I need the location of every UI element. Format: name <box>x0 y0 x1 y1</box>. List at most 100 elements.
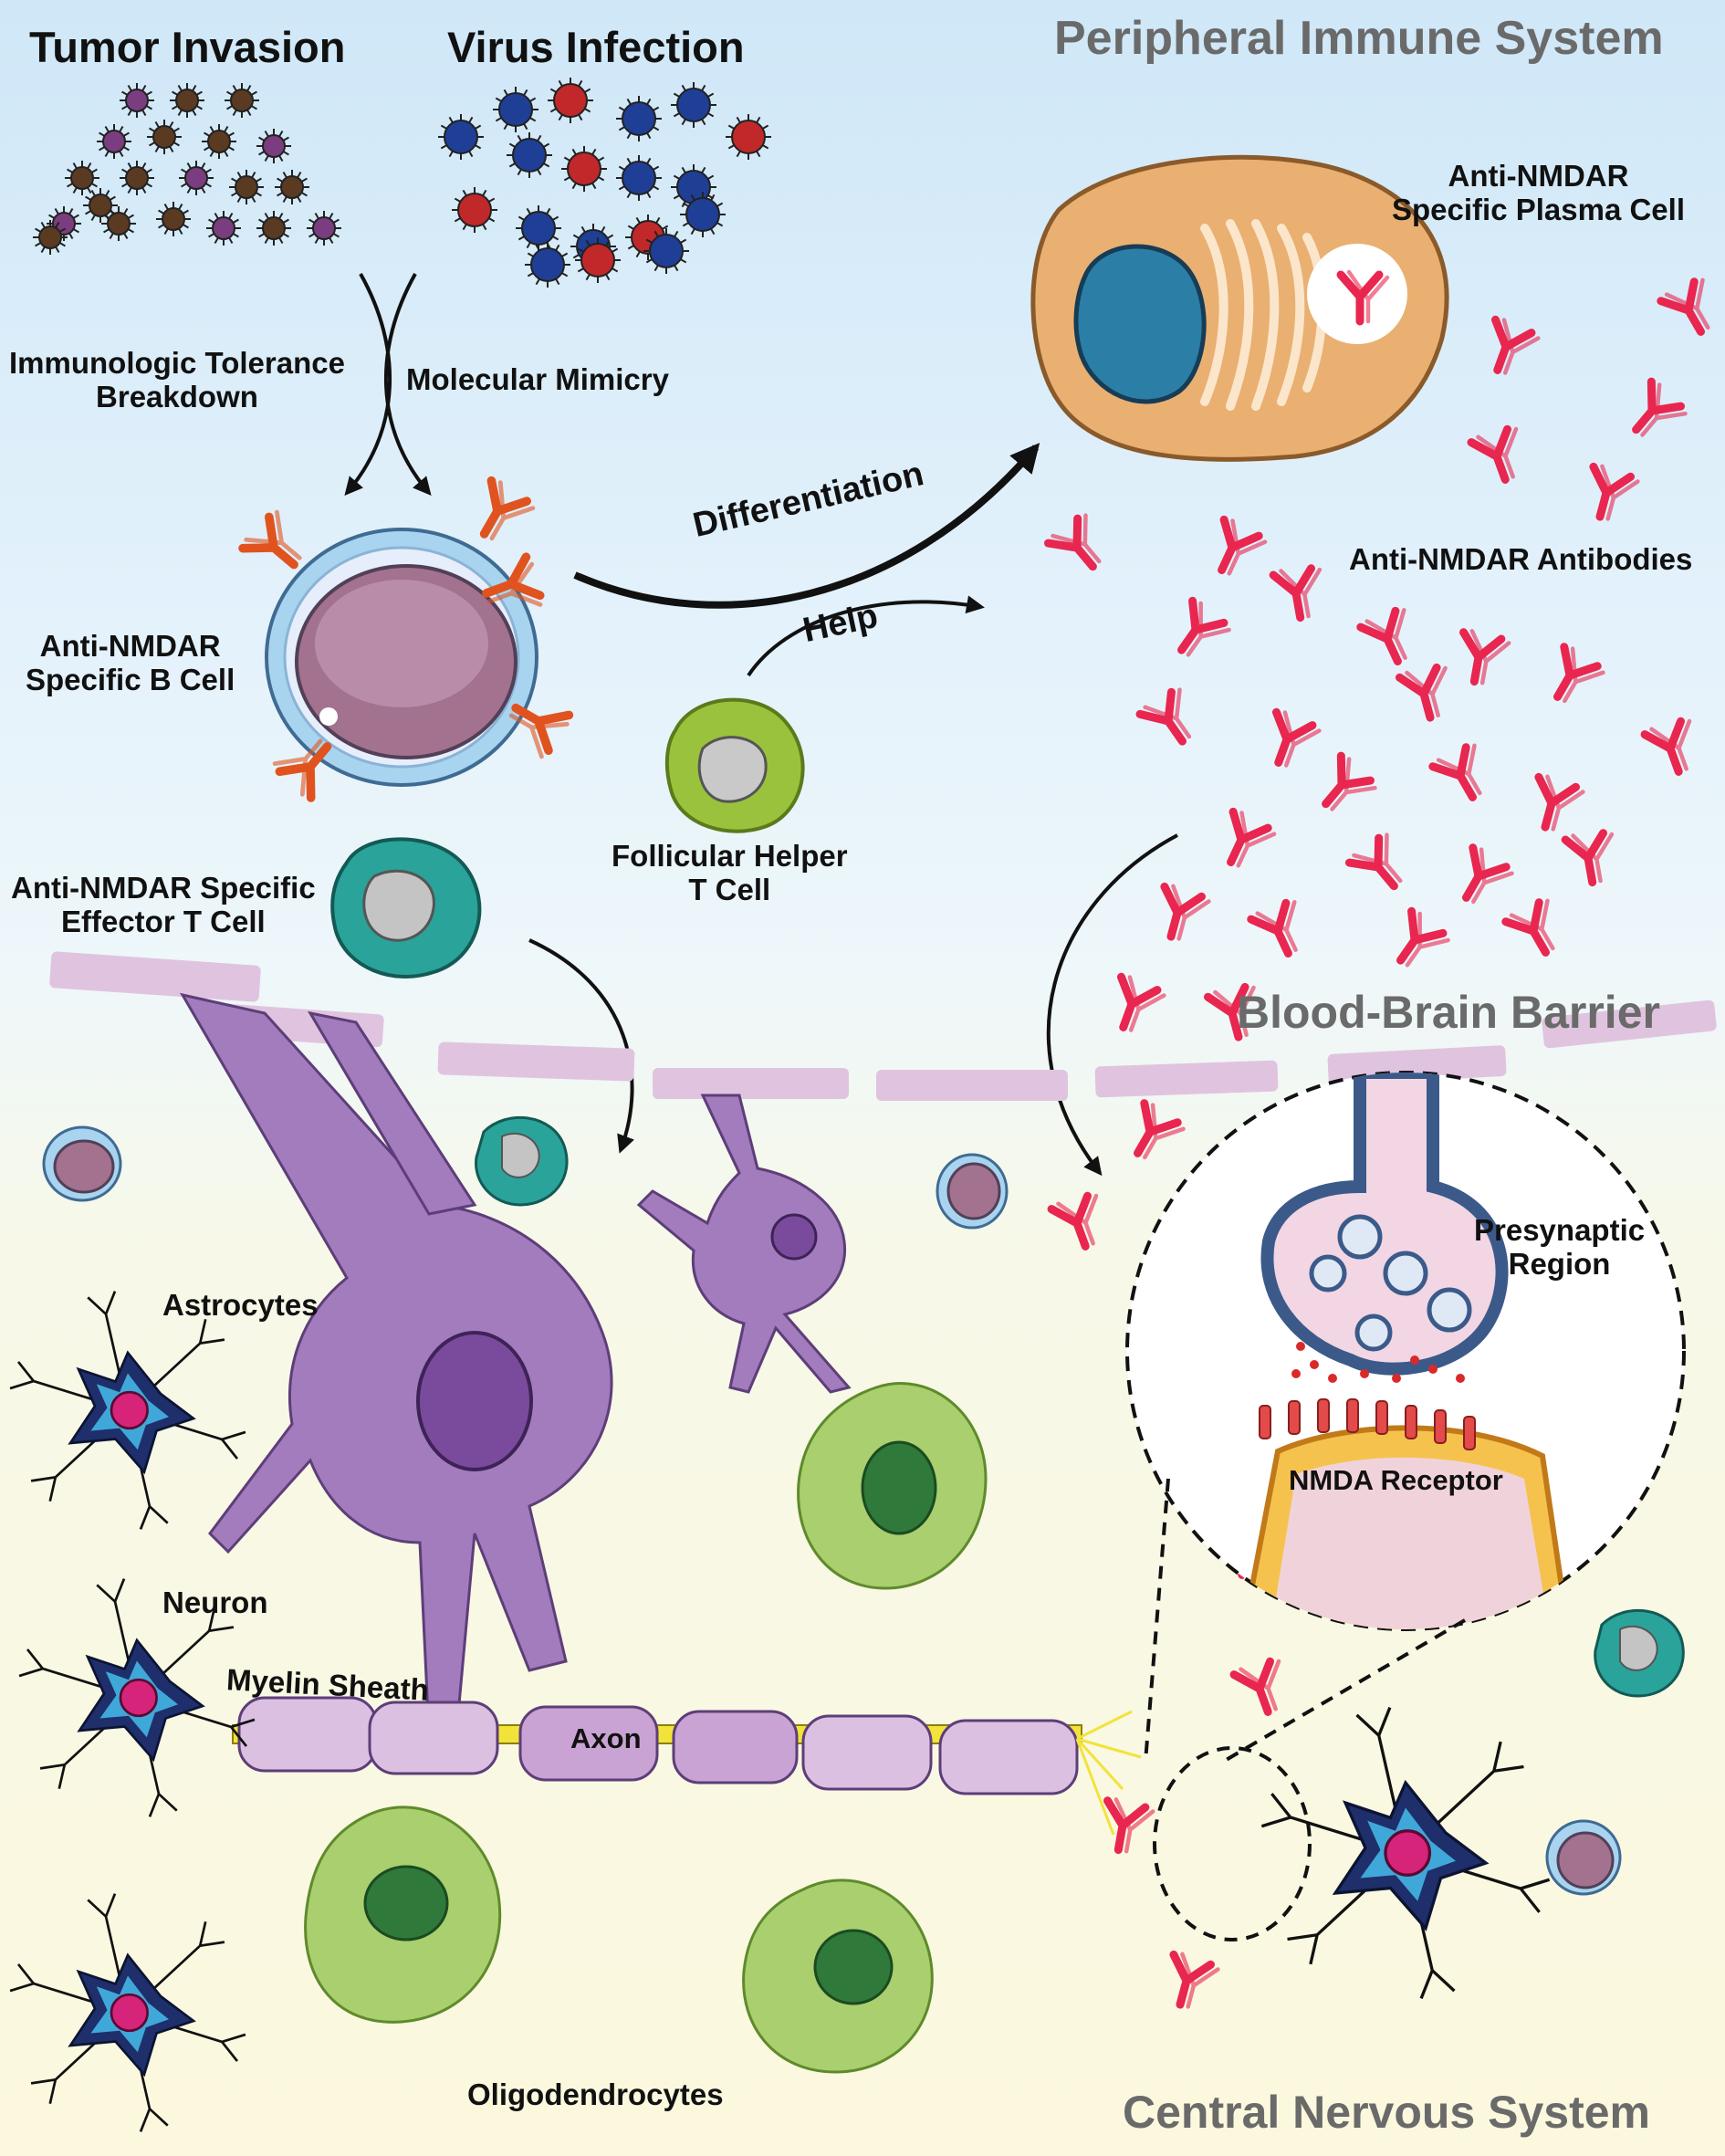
label-effector-line1: Anti-NMDAR Specific <box>11 871 316 905</box>
label-plasma-cell: Anti-NMDAR Specific Plasma Cell <box>1392 159 1685 227</box>
tumor-cell <box>156 202 191 236</box>
tfh-cell <box>664 697 805 833</box>
label-tfh-cell: Follicular Helper T Cell <box>612 839 848 907</box>
antibody <box>1103 1796 1155 1855</box>
effector-t-cell <box>330 837 482 979</box>
section-peripheral-title: Peripheral Immune System <box>1054 12 1664 65</box>
tumor-cell <box>206 211 241 246</box>
tumor-cell <box>202 124 236 159</box>
antibody <box>1553 643 1605 704</box>
tumor-cell <box>83 188 118 223</box>
tumor-cell <box>120 161 154 195</box>
cns-t-cell-mid <box>475 1115 569 1207</box>
antibody <box>1227 807 1277 868</box>
label-tolerance-line2: Breakdown <box>96 379 258 413</box>
virus-particle <box>575 237 621 283</box>
antibody <box>1657 277 1710 336</box>
label-virus-infection: Virus Infection <box>447 23 745 71</box>
antibody <box>1134 1099 1186 1160</box>
mimicry-arrow <box>383 273 432 497</box>
tumor-cell <box>256 129 291 163</box>
tumor-cell <box>256 211 291 246</box>
antibody <box>1561 829 1615 887</box>
synapse-zoom <box>1125 1071 1686 1631</box>
virus-particles-group <box>438 78 771 288</box>
b-cell <box>265 528 538 787</box>
effector-entry-arrow <box>528 938 634 1154</box>
b-cell-receptor <box>238 509 302 570</box>
cns-b-cell-right <box>1545 1819 1622 1896</box>
label-molecular-mimicry: Molecular Mimicry <box>406 362 669 396</box>
tumor-cells-group <box>33 83 341 255</box>
label-plasma-cell-line2: Specific Plasma Cell <box>1392 192 1685 226</box>
b-cell-receptor <box>508 703 574 759</box>
label-tolerance-line1: Immunologic Tolerance <box>9 346 345 380</box>
label-plasma-cell-line1: Anti-NMDAR <box>1448 159 1629 193</box>
label-b-cell-line1: Anti-NMDAR <box>39 629 221 663</box>
antibody <box>1534 772 1585 832</box>
neuron <box>9 1291 246 1530</box>
cns-t-cell-right <box>1594 1608 1685 1698</box>
antibody <box>1336 269 1390 326</box>
antibody <box>1169 1950 1220 2009</box>
virus-particle <box>616 96 662 141</box>
zoom-connector <box>1221 1618 1467 1764</box>
tumor-cell <box>275 170 309 204</box>
label-tfh-line1: Follicular Helper <box>612 839 848 873</box>
virus-particle <box>516 205 561 251</box>
antibody <box>1501 898 1555 957</box>
virus-particle <box>493 87 538 132</box>
tumor-cell <box>97 124 131 159</box>
virus-particle <box>548 78 593 123</box>
antibody <box>1177 596 1231 657</box>
label-effector-t-cell: Anti-NMDAR Specific Effector T Cell <box>11 871 316 939</box>
tumor-cell <box>170 83 204 118</box>
astrocyte-large <box>179 992 613 1736</box>
tumor-cell <box>120 83 154 118</box>
tumor-cell <box>225 83 259 118</box>
virus-particle <box>507 132 552 178</box>
oligodendrocyte-left <box>304 1805 502 2024</box>
antibody <box>1247 898 1298 958</box>
label-presynaptic-line1: Presynaptic <box>1474 1213 1646 1247</box>
differentiation-arrow <box>573 443 1040 609</box>
antibody <box>1490 315 1541 375</box>
cns-b-cell-left <box>42 1125 122 1202</box>
oligodendrocyte-right <box>742 1879 934 2074</box>
label-effector-line2: Effector T Cell <box>60 904 266 938</box>
virus-particle <box>726 114 771 160</box>
antibody <box>1462 843 1514 905</box>
antibody <box>1640 717 1692 776</box>
neuron-group <box>9 1291 1551 2132</box>
antibody <box>1204 982 1256 1041</box>
tumor-cell <box>229 170 264 204</box>
antibody <box>1160 882 1211 941</box>
label-b-cell: Anti-NMDAR Specific B Cell <box>26 629 235 697</box>
antibody <box>1589 462 1640 521</box>
antibody <box>1344 832 1403 891</box>
label-presynaptic-region: Presynaptic Region <box>1474 1213 1646 1282</box>
antibody <box>1218 515 1268 576</box>
help-arrow <box>747 595 985 677</box>
zoom-connector <box>1144 1478 1170 1763</box>
b-cell-receptor <box>272 738 332 802</box>
antibody <box>1135 687 1192 746</box>
label-antibodies: Anti-NMDAR Antibodies <box>1349 542 1693 576</box>
axon-with-myelin <box>232 1696 1082 1795</box>
neuron <box>1260 1706 1551 2000</box>
antibody <box>1116 972 1166 1032</box>
virus-particle <box>671 82 716 128</box>
label-oligodendrocytes: Oligodendrocytes <box>467 2078 724 2111</box>
label-tfh-line2: T Cell <box>688 872 771 906</box>
b-cell-receptor <box>479 476 536 541</box>
antibody <box>1396 906 1450 968</box>
antibody <box>1229 1657 1281 1716</box>
antibody <box>1467 424 1519 484</box>
tumor-cell <box>65 161 99 195</box>
neuron <box>18 1578 256 1817</box>
b-cell-receptor <box>482 552 545 607</box>
axon-terminal-branches <box>1075 1710 1142 1836</box>
tumor-cell <box>147 120 182 154</box>
virus-particle <box>525 242 570 288</box>
